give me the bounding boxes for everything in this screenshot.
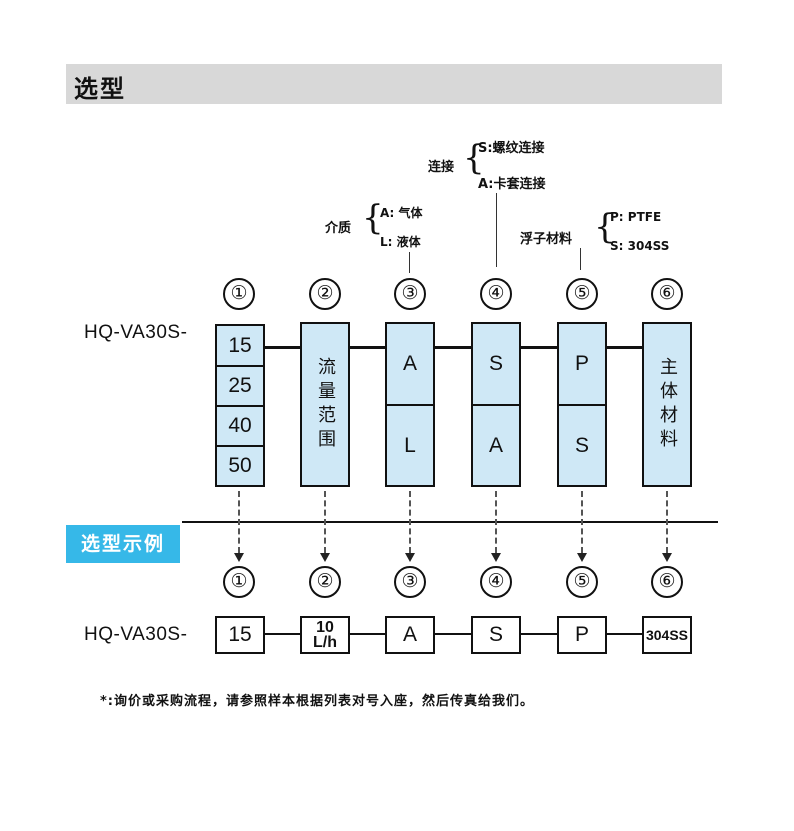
- float-option-s-cell: S: [557, 404, 607, 487]
- position-6: ⑥: [651, 278, 683, 310]
- dashed-arrow-4: [495, 491, 497, 553]
- size-option-15: 15: [215, 324, 265, 367]
- float-brace: {: [594, 207, 616, 247]
- medium-brace: {: [362, 198, 384, 238]
- flow-range-cell: 流量范围: [300, 322, 350, 487]
- example-flow-unit: L/h: [313, 634, 337, 651]
- float-option-p: P: PTFE: [610, 210, 662, 224]
- example-position-2: ②: [309, 566, 341, 598]
- example-connection-box: S: [471, 616, 521, 654]
- medium-leader-line: [409, 252, 410, 273]
- connection-label: 连接: [428, 160, 455, 175]
- medium-option-a: A: 气体: [380, 206, 423, 220]
- example-label: 选型示例: [66, 525, 180, 563]
- dashed-arrow-3: [409, 491, 411, 553]
- example-position-1: ①: [223, 566, 255, 598]
- float-label: 浮子材料: [520, 232, 573, 247]
- arrow-head-2: [320, 553, 330, 562]
- example-position-4: ④: [480, 566, 512, 598]
- position-3: ③: [394, 278, 426, 310]
- connection-leader-line: [496, 193, 497, 267]
- ordering-note: *:询价或采购流程，请参照样本根据列表对号入座，然后传真给我们。: [100, 694, 534, 709]
- example-model-prefix: HQ-VA30S-: [84, 624, 188, 645]
- example-position-3: ③: [394, 566, 426, 598]
- flow-range-label: 流量范围: [315, 356, 336, 453]
- body-material-cell: 主体材料: [642, 322, 692, 487]
- connection-option-a-cell: A: [471, 404, 521, 487]
- example-connector-line: [263, 633, 643, 635]
- connection-option-a: A:卡套连接: [478, 177, 546, 192]
- dashed-arrow-6: [666, 491, 668, 553]
- size-option-25: 25: [215, 365, 265, 407]
- section-title-bar: 选型: [66, 64, 722, 104]
- arrow-head-3: [405, 553, 415, 562]
- example-flow-value: 10: [316, 619, 334, 636]
- float-leader-line: [580, 248, 581, 270]
- medium-option-a-cell: A: [385, 322, 435, 406]
- medium-option-l: L: 液体: [380, 235, 421, 249]
- arrow-head-1: [234, 553, 244, 562]
- connection-option-s-cell: S: [471, 322, 521, 406]
- model-connector-line: [263, 346, 644, 349]
- dashed-arrow-2: [324, 491, 326, 553]
- example-medium-box: A: [385, 616, 435, 654]
- arrow-head-5: [577, 553, 587, 562]
- example-flow-box: 10 L/h: [300, 616, 350, 654]
- arrow-head-4: [491, 553, 501, 562]
- medium-option-l-cell: L: [385, 404, 435, 487]
- section-separator: [182, 521, 718, 523]
- section-title: 选型: [74, 75, 126, 103]
- example-size-box: 15: [215, 616, 265, 654]
- example-position-5: ⑤: [566, 566, 598, 598]
- size-option-50: 50: [215, 445, 265, 487]
- medium-label: 介质: [325, 221, 352, 236]
- position-4: ④: [480, 278, 512, 310]
- body-material-label: 主体材料: [657, 356, 678, 453]
- position-1: ①: [223, 278, 255, 310]
- example-material-box: 304SS: [642, 616, 692, 654]
- size-option-40: 40: [215, 405, 265, 447]
- position-2: ②: [309, 278, 341, 310]
- float-option-p-cell: P: [557, 322, 607, 406]
- connection-brace: {: [463, 138, 485, 178]
- dashed-arrow-5: [581, 491, 583, 553]
- connection-option-s: S:螺纹连接: [478, 141, 545, 156]
- example-position-6: ⑥: [651, 566, 683, 598]
- model-prefix: HQ-VA30S-: [84, 322, 188, 343]
- position-5: ⑤: [566, 278, 598, 310]
- dashed-arrow-1: [238, 491, 240, 553]
- example-float-box: P: [557, 616, 607, 654]
- arrow-head-6: [662, 553, 672, 562]
- float-option-s: S: 304SS: [610, 239, 670, 253]
